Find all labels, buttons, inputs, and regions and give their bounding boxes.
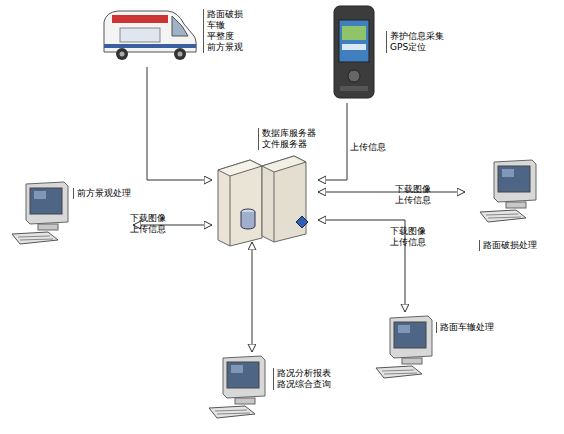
device-node: 养护信息采集 GPS定位 — [328, 3, 453, 103]
pc-icon — [376, 316, 432, 378]
node-label: 路面破损 车辙 平整度 前方景观 — [203, 9, 247, 53]
server-pair — [218, 156, 308, 246]
pc-icon — [12, 182, 68, 244]
device-node: 路况分析报表 路况综合查询 — [203, 352, 333, 424]
connector — [318, 192, 465, 193]
connector — [318, 103, 347, 180]
pc-icon — [480, 160, 536, 222]
edge-label: 下载图像 上传信息 — [395, 184, 435, 206]
pc-icon — [209, 356, 265, 418]
device-node: 数据库服务器 文件服务器 — [212, 127, 318, 242]
device-node: 路面车辙处理 — [368, 312, 498, 387]
device-node: 路面破损处理 — [465, 158, 560, 256]
node-label: 路面破损处理 — [479, 240, 541, 251]
node-label: 前方景观处理 — [73, 188, 133, 199]
inspection-van — [104, 11, 196, 60]
edge-label: 上传信息 — [350, 142, 390, 153]
device-node: 前方景观处理 — [3, 180, 133, 252]
node-label: 路面车辙处理 — [436, 322, 498, 333]
node-label: 路况分析报表 路况综合查询 — [273, 368, 333, 390]
edge-label: 下载图像 上传信息 — [130, 213, 170, 235]
node-label: 数据库服务器 文件服务器 — [258, 128, 318, 150]
pda-device — [334, 6, 374, 98]
device-node: 路面破损 车辙 平整度 前方景观 — [100, 5, 260, 67]
edge-label: 下载图像 上传信息 — [390, 226, 430, 248]
connector — [252, 242, 253, 352]
connector — [147, 67, 212, 180]
node-label: 养护信息采集 GPS定位 — [386, 31, 448, 53]
